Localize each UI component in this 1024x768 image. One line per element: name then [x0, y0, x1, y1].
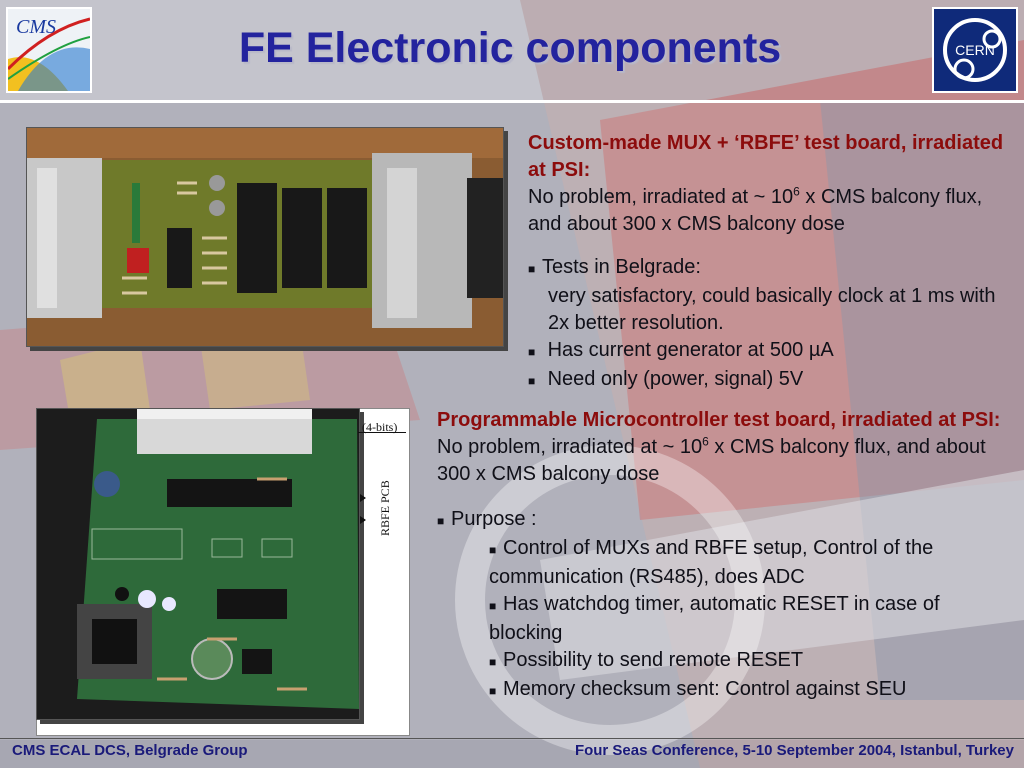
bits-annotation: (4-bits): [362, 420, 398, 434]
annotation-arrow: [360, 516, 366, 524]
bullet-marker: ■: [489, 543, 497, 557]
header-divider: [0, 100, 1024, 103]
section2-purpose: ■ Purpose :: [437, 506, 1009, 535]
section2-block: Programmable Microcontroller test board,…: [437, 407, 1009, 705]
section1-heading: Custom-made MUX + ‘RBFE’ test board, irr…: [528, 132, 1004, 181]
page-title: FE Electronic components: [238, 24, 782, 72]
cern-logo-text: CERN: [955, 42, 995, 58]
section2-subitem-1: ■Control of MUXs and RBFE setup, Control…: [437, 535, 1009, 591]
bits-annotation-line: [358, 432, 406, 433]
section1-bullet-3: ■ Need only (power, signal) 5V: [528, 366, 1008, 395]
section2-subitem-4-text: Memory checksum sent: Control against SE…: [503, 678, 907, 700]
section2-subitem-3-text: Possibility to send remote RESET: [503, 649, 804, 671]
section2-body-exponent: 6: [702, 434, 709, 449]
mux-rbfe-board-graphic: [27, 128, 503, 346]
section2-body: No problem, irradiated at ~ 106 x CMS ba…: [437, 434, 1009, 488]
microcontroller-board-graphic: [37, 409, 359, 719]
footer-left: CMS ECAL DCS, Belgrade Group: [12, 742, 248, 759]
section1-bullet-2: ■ Has current generator at 500 µA: [528, 337, 1008, 366]
section2-subitem-2-text: Has watchdog timer, automatic RESET in c…: [489, 593, 940, 644]
cms-logo: CMS: [6, 7, 92, 93]
section1-bullet-1-text: Tests in Belgrade:: [542, 256, 701, 278]
microcontroller-board-photo: [36, 408, 360, 720]
cern-logo: CERN: [932, 7, 1018, 93]
section1-bullet-3-text: Need only (power, signal) 5V: [547, 368, 804, 390]
section2-subitem-3: ■ Possibility to send remote RESET: [437, 647, 1009, 676]
section2-subitem-2: ■Has watchdog timer, automatic RESET in …: [437, 591, 1009, 647]
bullet-marker: ■: [528, 374, 536, 388]
section1-body-exponent: 6: [793, 184, 800, 199]
section1-block: Custom-made MUX + ‘RBFE’ test board, irr…: [528, 130, 1008, 395]
section2-body-prefix: No problem, irradiated at ~ 10: [437, 436, 703, 458]
cms-logo-graphic: CMS: [6, 9, 91, 91]
section1-bullet-2-text: Has current generator at 500 µA: [547, 339, 834, 361]
bullet-marker: ■: [489, 655, 497, 669]
section1-body-suffix: x CMS balcony flux, and about 300 x CMS …: [528, 186, 983, 235]
section2-spacer: [437, 488, 1009, 506]
bullet-marker: ■: [489, 599, 497, 613]
section2-heading: Programmable Microcontroller test board,…: [437, 409, 1001, 431]
section2-purpose-text: Purpose :: [451, 508, 537, 530]
bullet-marker: ■: [528, 262, 536, 276]
section1-bullet-1: ■ Tests in Belgrade:: [528, 254, 1008, 283]
section2-subitem-4: ■ Memory checksum sent: Control against S…: [437, 676, 1009, 705]
annotation-arrow: [360, 494, 366, 502]
section1-spacer: [528, 238, 1008, 254]
section1-bullet-1-continuation: very satisfactory, could basically clock…: [548, 285, 996, 334]
bullet-marker: ■: [437, 514, 445, 528]
mux-rbfe-board-photo: [26, 127, 504, 347]
cern-logo-graphic: CERN: [934, 9, 1016, 91]
footer-right: Four Seas Conference, 5-10 September 200…: [574, 742, 1014, 759]
bullet-marker: ■: [528, 345, 536, 359]
rbfe-pcb-annotation: RBFE PCB: [378, 480, 392, 536]
footer-divider: [0, 738, 1024, 739]
section2-subitem-1-text: Control of MUXs and RBFE setup, Control …: [489, 537, 934, 588]
section1-body: No problem, irradiated at ~ 106 x CMS ba…: [528, 184, 1008, 238]
section1-body-prefix: No problem, irradiated at ~ 10: [528, 186, 794, 208]
cms-logo-text: CMS: [16, 16, 56, 38]
bullet-marker: ■: [489, 684, 497, 698]
section2-body-suffix: x CMS balcony flux, and about 300 x CMS …: [437, 436, 986, 485]
